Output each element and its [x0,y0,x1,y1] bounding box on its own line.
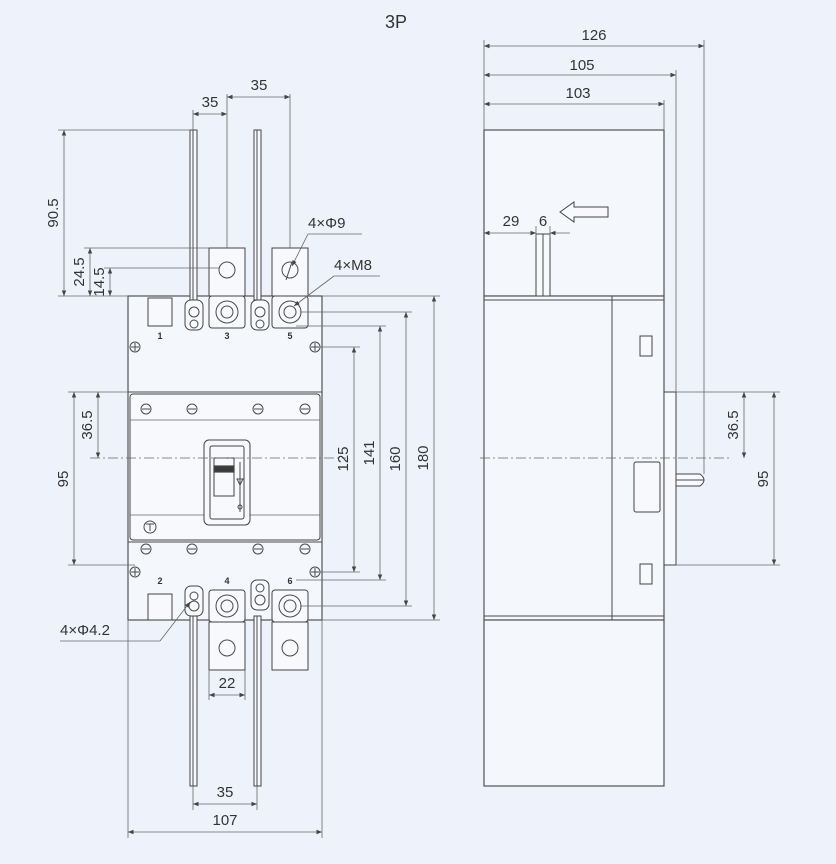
dim-top-pitch-right: 35 [251,77,268,94]
dim-mount-160: 160 [387,446,404,471]
terminal-label-1: 1 [157,331,162,341]
bottom-cutout [147,593,173,621]
dim-terminal-22: 22 [219,675,236,692]
side-view [480,129,730,787]
dim-side-center-36-5: 36.5 [725,410,742,439]
callout-holes-phi9: 4×Φ9 [308,215,345,232]
mounting-screws [129,341,321,578]
dim-mount-95: 95 [55,471,72,488]
dim-handle-29: 29 [503,213,520,230]
dim-top-pitch-left: 35 [202,94,219,111]
left-arrow-icon [559,201,609,223]
callout-screws-m8: 4×M8 [334,257,372,274]
dim-total-180: 180 [415,445,432,470]
terminal-label-4: 4 [224,576,229,586]
bottom-terminal-tab-6 [271,621,309,671]
terminal-label-2: 2 [157,576,162,586]
terminal-label-3: 3 [224,331,229,341]
dim-height-14-5: 14.5 [91,267,108,296]
dim-bottom-pitch-35: 35 [217,784,234,801]
top-cutout [147,297,173,327]
test-button-icon [143,520,157,534]
drawing-title: 3P [385,12,407,32]
callout-holes-phi4-2: 4×Φ4.2 [60,622,110,639]
dim-depth-103: 103 [565,85,590,102]
dim-height-24-5: 24.5 [71,257,88,286]
dim-depth-126: 126 [581,27,606,44]
dim-mount-125: 125 [335,446,352,471]
dim-center-36-5: 36.5 [79,410,96,439]
top-terminal-tab-5 [271,247,309,297]
front-view: 1 3 5 2 4 6 [90,129,346,787]
front-callouts: 4×Φ9 4×M8 4×Φ4.2 [60,215,380,642]
side-dimensions: 126 105 103 29 6 36.5 95 [483,27,780,566]
dim-width-107: 107 [212,812,237,829]
dim-side-mount-95: 95 [755,471,772,488]
dim-mount-141: 141 [361,440,378,465]
terminal-label-6: 6 [287,576,292,586]
side-lower-section [483,619,665,787]
dim-height-90-5: 90.5 [45,198,62,227]
top-terminal-tab-3 [208,247,246,297]
bottom-terminal-tab-4 [208,621,246,671]
terminal-label-5: 5 [287,331,292,341]
operating-handle [203,439,251,526]
dim-handle-6: 6 [539,213,547,230]
top-terminals [184,295,309,331]
front-dimensions: 35 35 90.5 24.5 14.5 36.5 95 125 [45,77,440,838]
dim-depth-105: 105 [569,57,594,74]
